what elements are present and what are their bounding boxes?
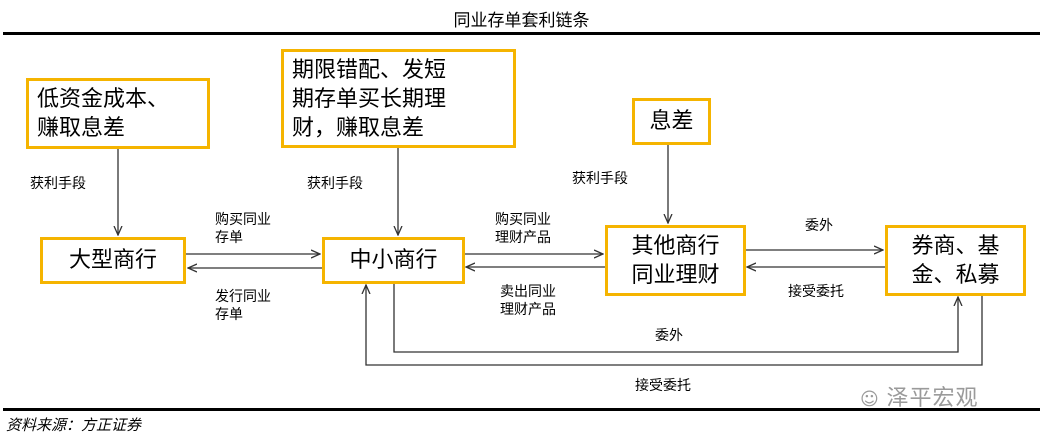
figure-title: 同业存单套利链条 <box>453 11 590 31</box>
box-low-cost: 低资金成本、 赚取息差 <box>26 78 210 149</box>
wechat-icon: ☺ <box>860 389 887 410</box>
box-other-bank: 其他商行 同业理财 <box>605 225 746 296</box>
arrow-brokers-accept-small <box>366 285 983 366</box>
label-buy-cd: 购买同业 存单 <box>215 212 271 246</box>
label-outsource-1: 委外 <box>805 218 833 234</box>
box-spread: 息差 <box>632 98 711 145</box>
label-profit-means-3: 获利手段 <box>572 171 628 187</box>
box-mismatch: 期限错配、发短 期存单买长期理 财，赚取息差 <box>281 49 516 148</box>
top-rule <box>3 32 1040 35</box>
arrow-small-outsource-brokers <box>393 283 958 353</box>
label-buy-wmp: 购买同业 理财产品 <box>495 212 551 246</box>
label-sell-wmp: 卖出同业 理财产品 <box>500 284 556 318</box>
label-accept-2: 接受委托 <box>635 378 691 394</box>
label-issue-cd: 发行同业 存单 <box>215 289 271 323</box>
label-profit-means-1: 获利手段 <box>30 176 86 192</box>
box-brokers: 券商、基 金、私募 <box>885 225 1026 296</box>
watermark-text: 泽平宏观 <box>886 386 979 411</box>
watermark: ☺ 泽平宏观 <box>860 380 979 412</box>
box-small-bank: 中小商行 <box>322 237 465 284</box>
label-outsource-2: 委外 <box>655 328 683 344</box>
label-profit-means-2: 获利手段 <box>307 176 363 192</box>
box-big-bank: 大型商行 <box>40 237 186 284</box>
label-accept-1: 接受委托 <box>788 284 844 300</box>
bottom-rule <box>3 408 1040 411</box>
source-note: 资料来源：方正证券 <box>6 416 142 434</box>
